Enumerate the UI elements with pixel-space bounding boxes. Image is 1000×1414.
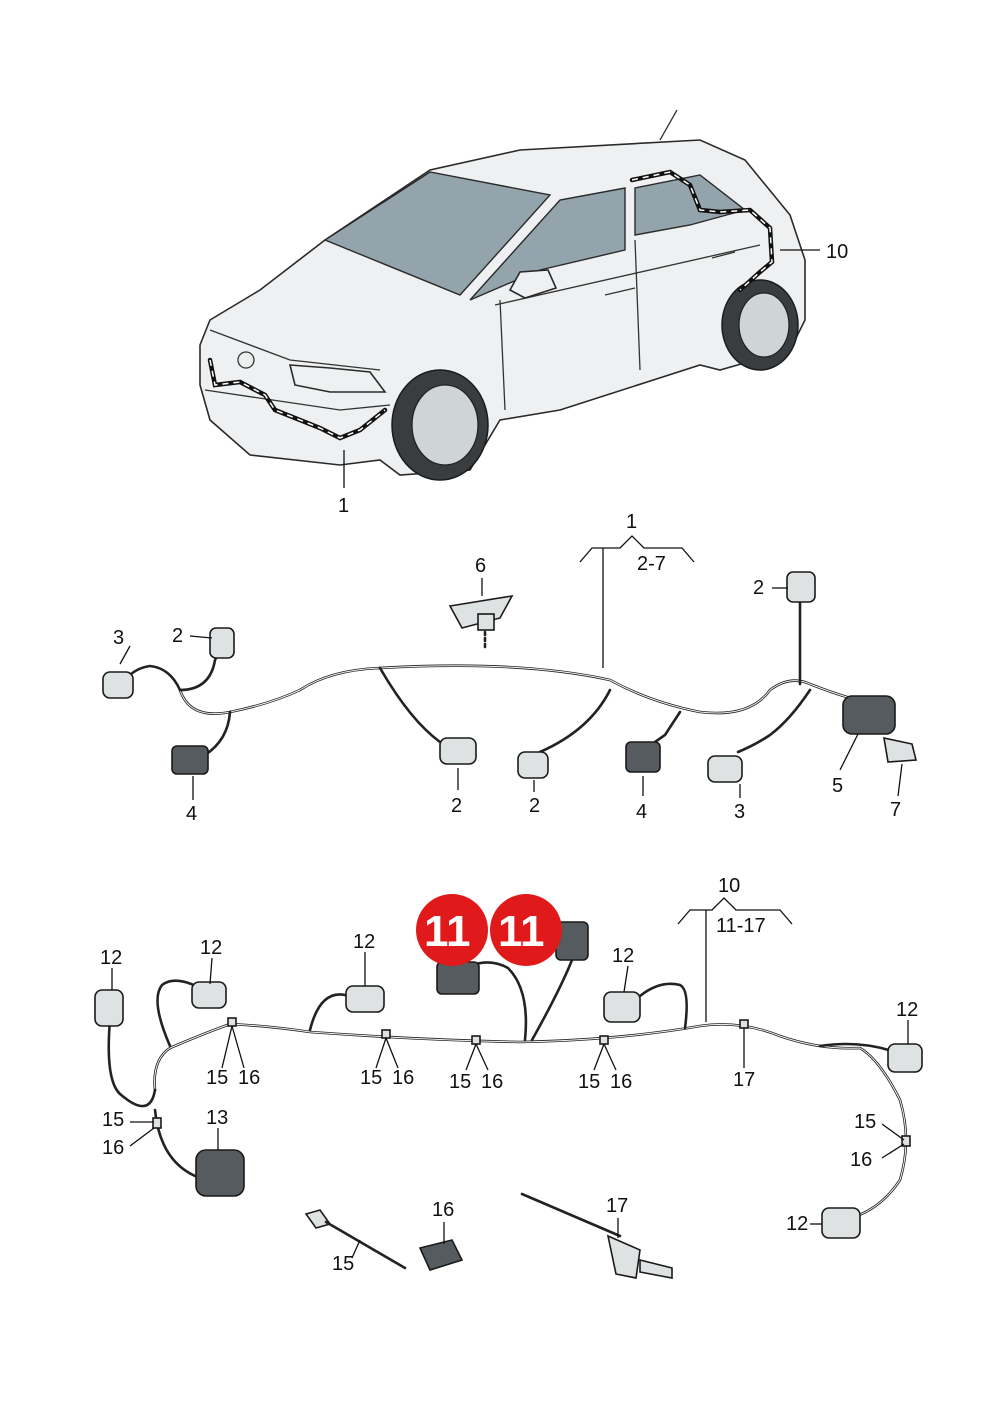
label-rear-c15-c: 15 bbox=[449, 1071, 471, 1093]
label-front-c2-center-b: 2 bbox=[529, 795, 540, 817]
connector-3-left bbox=[102, 671, 134, 699]
label-rear-c12-far-left: 12 bbox=[100, 947, 122, 969]
connector-12-right-a bbox=[603, 991, 641, 1023]
cable-tie-17-body bbox=[606, 1234, 641, 1279]
mirror bbox=[508, 269, 558, 299]
group-label-front-ref: 1 bbox=[626, 511, 637, 533]
bumper-line bbox=[204, 389, 391, 411]
label-rear-c17: 17 bbox=[733, 1069, 755, 1091]
connector-2-right-top bbox=[786, 571, 816, 603]
front-harness-group bbox=[102, 535, 918, 800]
label-part-15: 15 bbox=[332, 1253, 354, 1275]
label-rear-c15-a: 15 bbox=[206, 1067, 228, 1089]
label-rear-c15-b: 15 bbox=[360, 1067, 382, 1089]
clip-marker-e bbox=[739, 1019, 749, 1029]
loose-parts bbox=[304, 1192, 673, 1279]
connector-12-mid bbox=[345, 985, 385, 1013]
label-front-c5: 5 bbox=[832, 775, 843, 797]
rear-harness-group bbox=[94, 897, 923, 1239]
label-front-c2-left: 2 bbox=[172, 625, 183, 647]
range-bracket-rear bbox=[677, 897, 793, 925]
label-front-c2-center-a: 2 bbox=[451, 795, 462, 817]
connector-12-right-bottom bbox=[821, 1207, 861, 1239]
label-rear-c16-a: 16 bbox=[238, 1067, 260, 1089]
label-rear-c15-e: 15 bbox=[102, 1109, 124, 1131]
label-rear-c16-d: 16 bbox=[610, 1071, 632, 1093]
clip-16 bbox=[418, 1239, 464, 1271]
label-rear-c15-f: 15 bbox=[854, 1111, 876, 1133]
clip-marker-a bbox=[227, 1017, 237, 1027]
label-front-c6: 6 bbox=[475, 555, 486, 577]
label-rear-c13: 13 bbox=[206, 1107, 228, 1129]
badge-11-a bbox=[416, 894, 488, 966]
connector-2-left bbox=[209, 627, 235, 659]
callout-label-rear-harness: 10 bbox=[826, 241, 848, 263]
clip-marker-g bbox=[901, 1135, 911, 1147]
clip-marker-d bbox=[599, 1035, 609, 1045]
door-line-rear bbox=[634, 239, 641, 371]
badge-11-a-text: 11 bbox=[424, 907, 471, 956]
connector-4-center bbox=[625, 741, 661, 773]
front-logo bbox=[237, 351, 255, 369]
front-rim bbox=[411, 384, 479, 466]
connector-2-center-b bbox=[517, 751, 549, 779]
door-handle-rear bbox=[711, 251, 736, 259]
label-front-c4-left: 4 bbox=[186, 803, 197, 825]
cable-tie-15-head bbox=[304, 1209, 332, 1229]
label-front-c4-center: 4 bbox=[636, 801, 647, 823]
rear-rim bbox=[738, 292, 790, 358]
label-front-c2-right-top: 2 bbox=[753, 577, 764, 599]
cable-tie-17-strap bbox=[520, 1192, 622, 1238]
connector-12-right-b bbox=[887, 1043, 923, 1073]
label-part-17: 17 bbox=[606, 1195, 628, 1217]
connector-5-main bbox=[842, 695, 896, 735]
bonnet-edge bbox=[209, 329, 381, 371]
cable-tie-17-tail bbox=[639, 1258, 673, 1279]
connector-12-far-left bbox=[94, 989, 124, 1027]
car-windshield bbox=[323, 171, 552, 296]
car-side-window-rear bbox=[634, 174, 747, 236]
connector-13-main bbox=[195, 1149, 245, 1197]
badge-11-b bbox=[490, 894, 562, 966]
rear-harness-trunk bbox=[153, 1022, 908, 1220]
label-part-16: 16 bbox=[432, 1199, 454, 1221]
antenna bbox=[659, 109, 678, 141]
label-front-c3-right: 3 bbox=[734, 801, 745, 823]
car-illustration bbox=[199, 109, 820, 488]
group-label-rear-ref: 10 bbox=[718, 875, 740, 897]
cable-tie-15-strap bbox=[324, 1220, 407, 1270]
label-rear-c16-f: 16 bbox=[850, 1149, 872, 1171]
label-rear-c12-right-b: 12 bbox=[896, 999, 918, 1021]
label-rear-c15-d: 15 bbox=[578, 1071, 600, 1093]
bracket-6 bbox=[448, 594, 514, 629]
label-rear-c12-right-bottom: 12 bbox=[786, 1213, 808, 1235]
connector-2-center-a bbox=[439, 737, 477, 765]
label-front-c3-left: 3 bbox=[113, 627, 124, 649]
label-rear-c12-mid: 12 bbox=[353, 931, 375, 953]
group-label-rear-range: 11-17 bbox=[716, 915, 766, 937]
clip-marker-c bbox=[471, 1035, 481, 1045]
connector-11-a bbox=[436, 961, 480, 995]
door-handle-front bbox=[604, 287, 636, 296]
group-label-front-range: 2-7 bbox=[637, 553, 666, 575]
bracket-6-clip bbox=[477, 613, 495, 631]
callout-label-front-harness: 1 bbox=[338, 495, 349, 517]
badge-11-b-text: 11 bbox=[498, 907, 545, 956]
range-bracket-front bbox=[579, 535, 695, 563]
clip-marker-f bbox=[152, 1117, 162, 1129]
connector-3-right bbox=[707, 755, 743, 783]
label-rear-c12-left-b: 12 bbox=[200, 937, 222, 959]
belt-line bbox=[494, 244, 761, 306]
label-rear-c16-c: 16 bbox=[481, 1071, 503, 1093]
label-front-c7: 7 bbox=[890, 799, 901, 821]
clip-7 bbox=[883, 736, 918, 763]
label-rear-c16-b: 16 bbox=[392, 1067, 414, 1089]
clip-marker-b bbox=[381, 1029, 391, 1039]
label-rear-c12-right-a: 12 bbox=[612, 945, 634, 967]
headlight bbox=[288, 364, 387, 393]
connector-12-left-b bbox=[191, 981, 227, 1009]
connector-4-left bbox=[171, 745, 209, 775]
label-rear-c16-e: 16 bbox=[102, 1137, 124, 1159]
door-line-front bbox=[499, 299, 506, 411]
